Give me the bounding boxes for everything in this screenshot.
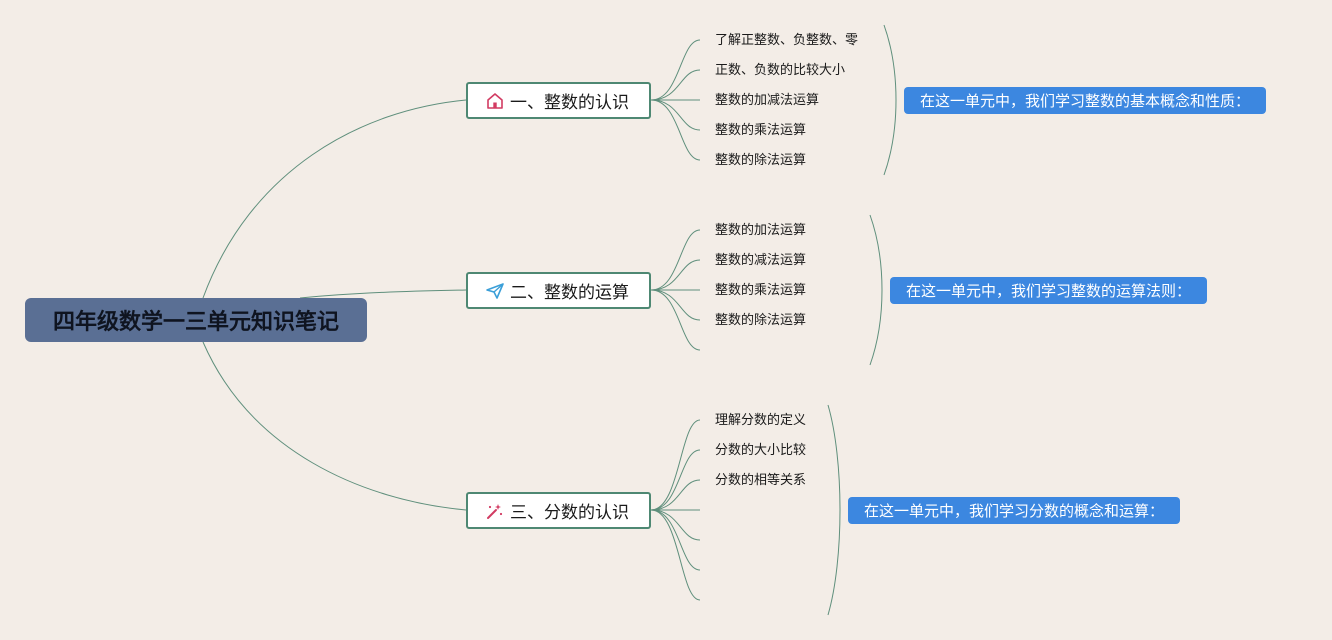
- subtopic-2-2[interactable]: 整数的减法运算: [715, 253, 807, 268]
- subtopic-2-3[interactable]: 整数的乘法运算: [715, 283, 807, 298]
- branch-topic-3[interactable]: 三、分数的认识: [466, 492, 651, 529]
- root-topic-label: 四年级数学一三单元知识笔记: [52, 310, 339, 335]
- subtopic-3-1[interactable]: 理解分数的定义: [715, 413, 807, 428]
- connector-root-branch-2: [299, 289, 467, 299]
- summary-brace-2: [869, 214, 883, 366]
- subtopic-1-1[interactable]: 了解正整数、负整数、零: [715, 33, 859, 48]
- connector-b3-leaf-6: [650, 509, 701, 571]
- connector-b3-leaf-1: [650, 419, 701, 511]
- branch-topic-3-label: 三、分数的认识: [510, 503, 629, 523]
- connector-b1-leaf-2: [650, 69, 701, 101]
- connector-root-branch-1: [202, 99, 467, 299]
- connector-root-branch-3: [202, 341, 467, 511]
- summary-topic-3-label: 在这一单元中，我们学习分数的概念和运算：: [864, 502, 1165, 520]
- home-icon: [484, 90, 506, 112]
- branch-topic-1-label: 一、整数的认识: [510, 93, 629, 113]
- summary-topic-2-label: 在这一单元中，我们学习整数的运算法则：: [906, 282, 1192, 300]
- connector-b2-leaf-1: [650, 229, 701, 291]
- subtopic-3-2[interactable]: 分数的大小比较: [715, 443, 807, 458]
- summary-topic-1-label: 在这一单元中，我们学习整数的基本概念和性质：: [920, 92, 1251, 110]
- subtopic-3-3[interactable]: 分数的相等关系: [715, 473, 807, 488]
- summary-brace-3: [827, 404, 841, 616]
- connector-b3-leaf-5: [650, 509, 701, 541]
- branch-topic-2-label: 二、整数的运算: [510, 283, 629, 303]
- branch-topic-2[interactable]: 二、整数的运算: [466, 272, 651, 309]
- connector-b3-leaf-2: [650, 449, 701, 511]
- subtopic-1-3[interactable]: 整数的加减法运算: [715, 93, 820, 108]
- connector-b1-leaf-5: [650, 99, 701, 161]
- connector-b3-leaf-7: [650, 509, 701, 601]
- summary-topic-3[interactable]: 在这一单元中，我们学习分数的概念和运算：: [848, 497, 1181, 524]
- connector-b2-leaf-5: [650, 289, 701, 351]
- summary-topic-2[interactable]: 在这一单元中，我们学习整数的运算法则：: [890, 277, 1208, 304]
- subtopic-1-4[interactable]: 整数的乘法运算: [715, 123, 807, 138]
- connector-b3-leaf-3: [650, 479, 701, 511]
- summary-brace-1: [883, 24, 897, 176]
- connector-b1-leaf-4: [650, 99, 701, 131]
- subtopic-2-1[interactable]: 整数的加法运算: [715, 223, 807, 238]
- root-topic[interactable]: 四年级数学一三单元知识笔记: [25, 298, 367, 342]
- branch-topic-1[interactable]: 一、整数的认识: [466, 82, 651, 119]
- connector-b1-leaf-1: [650, 39, 701, 101]
- paper-plane-icon: [484, 280, 506, 302]
- connector-b2-leaf-2: [650, 259, 701, 291]
- subtopic-1-2[interactable]: 正数、负数的比较大小: [715, 63, 846, 78]
- subtopic-2-4[interactable]: 整数的除法运算: [715, 313, 807, 328]
- connector-b2-leaf-4: [650, 289, 701, 321]
- summary-topic-1[interactable]: 在这一单元中，我们学习整数的基本概念和性质：: [904, 87, 1267, 114]
- subtopic-1-5[interactable]: 整数的除法运算: [715, 153, 807, 168]
- magic-wand-icon: [484, 500, 506, 522]
